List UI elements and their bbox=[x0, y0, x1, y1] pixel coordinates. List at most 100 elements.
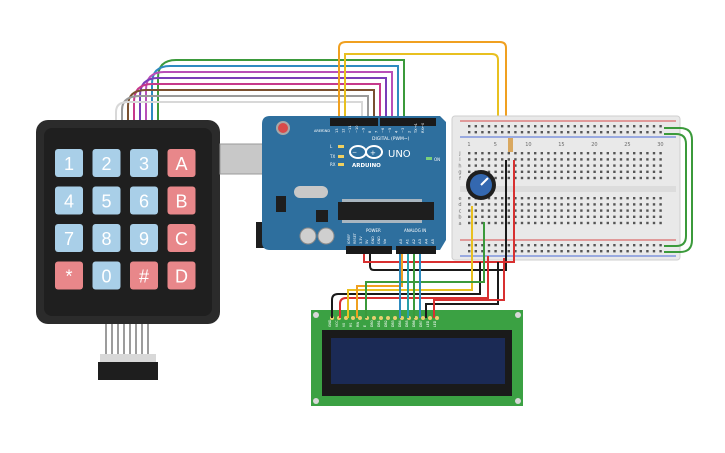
key-1[interactable]: 1 bbox=[55, 149, 83, 177]
breadboard-hole bbox=[626, 176, 629, 180]
capacitor-2 bbox=[317, 227, 335, 245]
key-face[interactable] bbox=[130, 261, 158, 290]
breadboard-hole bbox=[514, 164, 517, 167]
svg-text:−: − bbox=[352, 149, 357, 156]
breadboard-hole bbox=[626, 125, 629, 128]
potentiometer[interactable] bbox=[466, 170, 496, 200]
key-face[interactable] bbox=[92, 261, 121, 290]
breadboard-hole bbox=[606, 170, 609, 173]
breadboard-hole bbox=[652, 203, 656, 206]
key-8[interactable]: 8 bbox=[92, 224, 121, 252]
breadboard-hole bbox=[593, 250, 596, 253]
breadboard-hole bbox=[573, 221, 576, 225]
breadboard-hole bbox=[540, 244, 543, 247]
breadboard-hole bbox=[540, 209, 543, 212]
breadboard-hole bbox=[514, 170, 517, 173]
key-B[interactable]: B bbox=[167, 186, 196, 215]
rail-jumpers bbox=[664, 127, 693, 253]
key-face[interactable] bbox=[92, 149, 121, 177]
key-face[interactable] bbox=[167, 261, 196, 290]
breadboard-hole bbox=[507, 197, 510, 200]
breadboard-hole bbox=[527, 170, 530, 173]
digital-header-2 bbox=[380, 118, 436, 126]
breadboard-hole bbox=[520, 203, 524, 206]
breadboard-hole bbox=[613, 176, 616, 180]
key-face[interactable] bbox=[92, 224, 121, 252]
key-6[interactable]: 6 bbox=[130, 186, 158, 215]
key-face[interactable] bbox=[167, 224, 196, 252]
led-rx bbox=[338, 163, 344, 166]
key-3[interactable]: 3 bbox=[130, 149, 158, 177]
breadboard-hole bbox=[606, 209, 609, 212]
atmega-chip bbox=[338, 202, 434, 220]
breadboard-hole bbox=[619, 125, 623, 128]
key-face[interactable] bbox=[130, 149, 158, 177]
breadboard-hole bbox=[652, 221, 656, 225]
breadboard-hole bbox=[639, 176, 642, 180]
breadboard-hole bbox=[520, 131, 524, 134]
key-A[interactable]: A bbox=[167, 149, 196, 177]
row-letter: d bbox=[458, 202, 461, 208]
breadboard-hole bbox=[619, 131, 623, 134]
breadboard-hole bbox=[613, 203, 616, 206]
key-0[interactable]: 0 bbox=[92, 261, 121, 290]
row-letter: b bbox=[458, 215, 461, 221]
breadboard-hole bbox=[501, 152, 504, 155]
breadboard-hole bbox=[639, 164, 642, 167]
key-7[interactable]: 7 bbox=[55, 224, 83, 252]
key-*[interactable]: * bbox=[55, 261, 83, 290]
breadboard-hole bbox=[481, 215, 484, 218]
digital-pin-label: TX→1 bbox=[414, 123, 418, 134]
breadboard-hole bbox=[553, 131, 557, 134]
breadboard-hole bbox=[507, 131, 510, 134]
breadboard-hole bbox=[659, 164, 662, 167]
breadboard-hole bbox=[606, 152, 609, 155]
column-number: 15 bbox=[558, 142, 564, 148]
key-face[interactable] bbox=[55, 261, 83, 290]
key-face[interactable] bbox=[55, 186, 83, 215]
key-4[interactable]: 4 bbox=[55, 186, 83, 215]
key-2[interactable]: 2 bbox=[92, 149, 121, 177]
key-face[interactable] bbox=[55, 149, 83, 177]
keypad-wire-7 bbox=[121, 95, 369, 122]
breadboard-hole bbox=[573, 215, 576, 218]
breadboard-hole bbox=[487, 250, 491, 253]
breadboard-hole bbox=[586, 209, 590, 212]
breadboard-hole bbox=[573, 197, 576, 200]
breadboard-hole bbox=[527, 209, 530, 212]
key-face[interactable] bbox=[130, 186, 158, 215]
breadboard-hole bbox=[606, 203, 609, 206]
breadboard-hole bbox=[540, 176, 543, 180]
reset-button[interactable] bbox=[276, 121, 290, 135]
breadboard-hole bbox=[633, 158, 636, 161]
key-D[interactable]: D bbox=[167, 261, 196, 290]
breadboard-hole bbox=[520, 170, 524, 173]
key-face[interactable] bbox=[167, 149, 196, 177]
wire-black-led bbox=[425, 262, 499, 318]
key-C[interactable]: C bbox=[167, 224, 196, 252]
key-face[interactable] bbox=[167, 186, 196, 215]
breadboard-hole bbox=[652, 158, 656, 161]
breadboard-hole bbox=[659, 203, 662, 206]
breadboard-hole bbox=[573, 203, 576, 206]
breadboard-hole bbox=[487, 152, 491, 155]
breadboard-hole bbox=[626, 250, 629, 253]
lcd-pin-label: DB6 bbox=[412, 320, 416, 327]
lcd-pin bbox=[428, 316, 432, 320]
breadboard-hole bbox=[652, 244, 656, 247]
breadboard-hole bbox=[553, 197, 557, 200]
key-face[interactable] bbox=[55, 224, 83, 252]
breadboard-hole bbox=[468, 125, 471, 128]
breadboard-hole bbox=[560, 250, 563, 253]
key-#[interactable]: # bbox=[130, 261, 158, 290]
key-5[interactable]: 5 bbox=[92, 186, 121, 215]
breadboard-hole bbox=[560, 131, 563, 134]
breadboard-hole bbox=[507, 203, 510, 206]
key-face[interactable] bbox=[130, 224, 158, 252]
key-9[interactable]: 9 bbox=[130, 224, 158, 252]
breadboard-hole bbox=[659, 215, 662, 218]
rail-jumper-1 bbox=[664, 127, 693, 253]
breadboard-hole bbox=[547, 176, 550, 180]
breadboard-hole bbox=[606, 164, 609, 167]
key-face[interactable] bbox=[92, 186, 121, 215]
